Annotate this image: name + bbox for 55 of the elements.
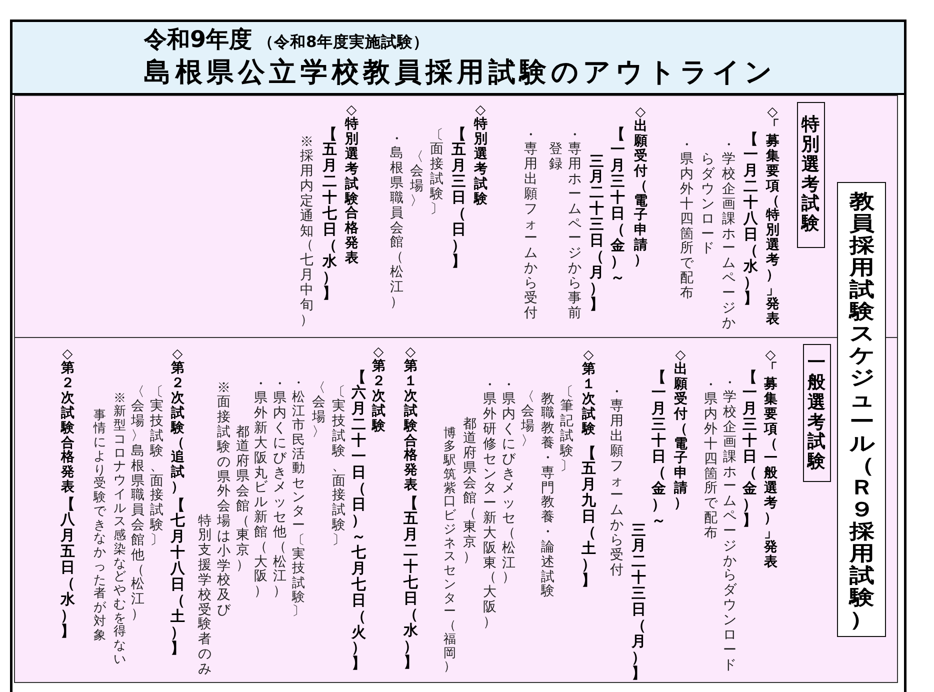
date-text: 【六月二十一日（日）～七月七日（火）】 bbox=[351, 370, 366, 674]
date-text: 【一月三十日（金）～三月二十三日（月）】 bbox=[631, 370, 666, 683]
schedule-title-label: 教員採用試験スケジュール（Ｒ９採用試験） bbox=[837, 182, 886, 637]
list-item: 教職教養・専門教養・論述試験 bbox=[540, 392, 554, 600]
list-item: ・県内くにびきメッセ（松江） bbox=[502, 378, 516, 586]
list-item: ・専用出願フォームから受付 bbox=[610, 384, 624, 578]
list-item: ・専用出願フォームから受付 bbox=[524, 128, 538, 320]
list-item: ・県内外十四箇所で配布 bbox=[704, 378, 718, 541]
item-heading: ◇「募集要項（特別選考）」発表 bbox=[766, 104, 780, 328]
list-item: 都道府県会館（東京） bbox=[236, 424, 250, 573]
date-text: 【八月五日（水）】 bbox=[60, 498, 75, 641]
note-text: ※面接試験の県外会場は小学校及び特別支援学校受験者のみ bbox=[198, 380, 230, 677]
category-label: 一般選考試験 bbox=[802, 344, 830, 482]
list-item: ・専用ホームページから事前登録 bbox=[548, 128, 582, 320]
list-item: ・県外新大阪丸ビル新館（大阪） bbox=[254, 376, 268, 600]
list-item: 博多駅筑紫口ビジネスセンター（福岡） bbox=[443, 426, 456, 673]
header-band bbox=[12, 21, 905, 95]
list-item: ・県内外十四箇所で配布 bbox=[680, 138, 694, 301]
item-heading: ◇特別選考試験 bbox=[474, 102, 488, 206]
date-text: 【七月十八日（土）】 bbox=[170, 498, 185, 658]
item-heading: ◇第２次試験（追試） bbox=[170, 346, 184, 495]
exam-type-text: 〔面接試験〕 bbox=[430, 128, 444, 217]
category-label: 特別選考試験 bbox=[796, 102, 824, 248]
date-text: 【五月二十七日（水）】 bbox=[403, 496, 418, 672]
item-heading: ◇出願受付（電子申請） bbox=[634, 104, 648, 268]
exam-type-text: 〔筆記試験〕 bbox=[560, 384, 574, 474]
venue-heading: 〈会場〉 bbox=[410, 150, 424, 209]
exam-type-text: 〔実技試験、面接試験〕 bbox=[150, 384, 164, 548]
list-item: ・学校企画課ホームページからダウンロード bbox=[700, 138, 736, 330]
date-text: 【五月九日（土）】 bbox=[581, 446, 596, 590]
venue-heading: 〈会場〉 bbox=[312, 380, 326, 440]
date-text: 【一月三十日（金）】 bbox=[742, 370, 757, 530]
year-label: 令和9年度 bbox=[144, 27, 252, 54]
item-heading: ◇第２次試験合格発表 bbox=[60, 346, 74, 495]
item-heading: ◇第２次試験 bbox=[372, 344, 386, 434]
list-item: 都道府県会館（東京） bbox=[462, 416, 476, 565]
item-heading: ◇第１次試験合格発表 bbox=[404, 344, 418, 493]
exam-type-text: 〔実技試験、面接試験〕 bbox=[332, 384, 346, 548]
date-text: 【一月二十八日（水）】 bbox=[743, 132, 758, 308]
list-item: ・県内くにびきメッセ他（松江） bbox=[272, 376, 286, 600]
date-text: 【五月二十七日（水）】 bbox=[322, 128, 337, 303]
list-item: ・島根県職員会館（松江） bbox=[390, 132, 404, 310]
list-item: ・松江市民活動センター〔実技試験〕 bbox=[292, 376, 305, 620]
item-heading: ◇第１次試験 bbox=[582, 348, 596, 437]
item-heading: ◇「募集要項（一般選考）」発表 bbox=[764, 348, 778, 570]
item-heading: ◇出願受付（電子申請） bbox=[674, 348, 688, 511]
note-text: ※採用内定通知（七月中旬） bbox=[300, 134, 314, 328]
page-title: 島根県公立学校教員採用試験のアウトライン bbox=[144, 57, 777, 88]
subtitle: （令和8年度実施試験） bbox=[258, 34, 429, 52]
list-item: ・学校企画課ホームページからダウンロード bbox=[722, 376, 736, 672]
date-text: 【五月三日（日）】 bbox=[451, 128, 466, 271]
list-item: 〈会場〉島根県職員会館他（松江） bbox=[130, 384, 144, 622]
item-heading: ◇特別選考試験合格発表 bbox=[344, 102, 358, 266]
venue-heading: 〈会場〉 bbox=[520, 390, 534, 449]
list-item: ・県外研修センター新大阪東（大阪） bbox=[482, 378, 496, 630]
